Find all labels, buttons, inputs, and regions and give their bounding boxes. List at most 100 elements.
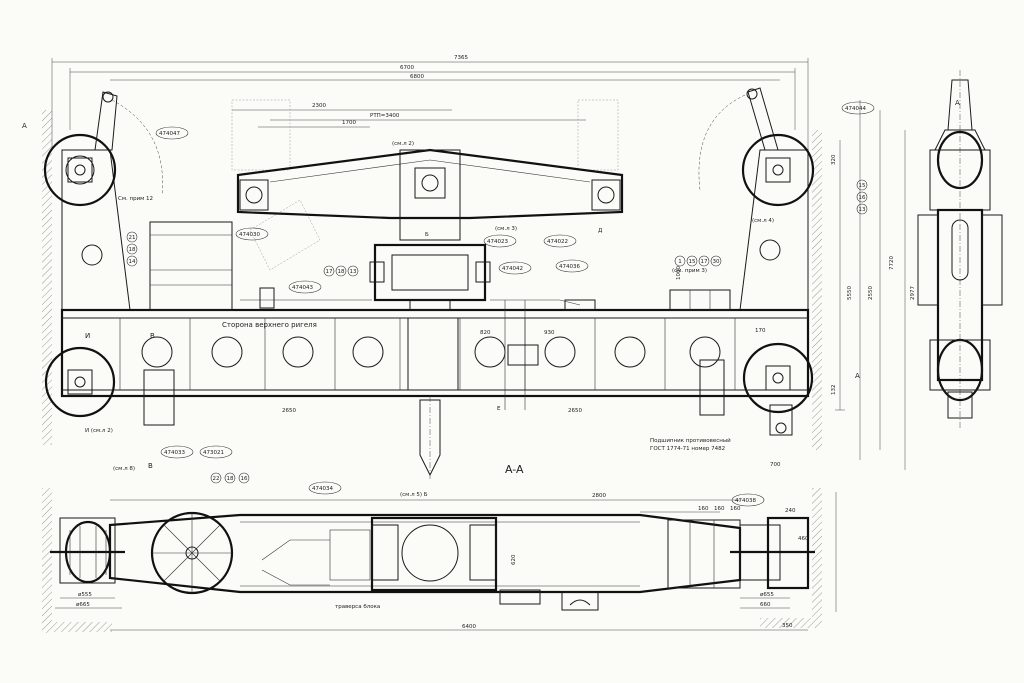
tag-474047: 474047 bbox=[159, 131, 180, 137]
part-tags: 474047 474044 474030 474043 474023 47402… bbox=[155, 101, 875, 507]
dim-2650-left: 2650 bbox=[282, 408, 296, 414]
tag-474042: 474042 bbox=[502, 266, 523, 272]
balloon-label: 18 bbox=[227, 476, 234, 482]
dim-132: 132 bbox=[831, 385, 837, 396]
view-mark-i: И bbox=[85, 332, 90, 340]
note-beam-side: Сторона верхнего ригеля bbox=[222, 321, 317, 329]
top-dimension-lines bbox=[51, 58, 809, 150]
balloon: 18 bbox=[126, 243, 138, 255]
dim-1700: 1700 bbox=[342, 120, 356, 126]
dim-700: 700 bbox=[770, 462, 781, 468]
view-mark-b5-top: Б bbox=[425, 232, 429, 238]
balloon: 15 bbox=[856, 179, 868, 191]
balloon: 17 bbox=[323, 265, 335, 277]
balloon-label: 1 bbox=[678, 259, 682, 265]
balloon: 15 bbox=[686, 255, 698, 267]
right-motor bbox=[699, 359, 725, 416]
note-see-l3: (см.л 3) bbox=[495, 226, 517, 232]
dim-rtp: РТП=3400 bbox=[370, 113, 400, 119]
view-mark-a-left: A bbox=[22, 122, 27, 130]
dim-160a: 160 bbox=[698, 506, 709, 512]
balloon: 18 bbox=[335, 265, 347, 277]
plan-view bbox=[42, 488, 837, 633]
main-elevation bbox=[42, 87, 822, 480]
tag-474022: 474022 bbox=[547, 239, 568, 245]
balloon-label: 22 bbox=[213, 476, 220, 482]
dim-2300: 2300 bbox=[312, 103, 326, 109]
tag-474038: 474038 bbox=[735, 498, 756, 504]
dim-6800: 6800 bbox=[410, 74, 424, 80]
dim-460: 460 bbox=[798, 536, 809, 542]
dim-2977: 2977 bbox=[910, 286, 916, 300]
note-bearing-2: ГОСТ 1774-71 номер 7482 bbox=[650, 446, 725, 452]
balloon-label: 16 bbox=[241, 476, 248, 482]
right-wall-hatch bbox=[812, 130, 822, 450]
right-dimension-lines bbox=[835, 100, 906, 470]
left-tank bbox=[149, 221, 233, 311]
balloon: 21 bbox=[126, 231, 138, 243]
note-see-l8: (см.л 8) bbox=[113, 466, 135, 472]
balloon-label: 18 bbox=[338, 269, 345, 275]
view-mark-b-bottom: B bbox=[148, 462, 153, 470]
dim-930: 930 bbox=[544, 330, 555, 336]
balloon-label: 15 bbox=[689, 259, 696, 265]
tag-474034: 474034 bbox=[312, 486, 333, 492]
balloon: 17 bbox=[698, 255, 710, 267]
balloon-label: 30 bbox=[713, 259, 720, 265]
note-see-l4: (см.л 4) bbox=[752, 218, 774, 224]
dim-7720: 7720 bbox=[889, 256, 895, 270]
balloon: 16 bbox=[238, 472, 250, 484]
view-mark-i-bottom: И (см.л 2) bbox=[85, 428, 113, 434]
balloon-label: 21 bbox=[129, 235, 136, 241]
note-traverse: траверса блока bbox=[335, 604, 380, 610]
balloon: 14 bbox=[126, 255, 138, 267]
view-mark-a-right: A bbox=[955, 99, 960, 107]
dim-660: 660 bbox=[760, 602, 771, 608]
dim-7365: 7365 bbox=[454, 55, 468, 61]
balloon-label: 13 bbox=[859, 207, 866, 213]
central-column bbox=[399, 149, 461, 241]
balloon: 18 bbox=[224, 472, 236, 484]
balloon: 13 bbox=[347, 265, 359, 277]
view-mark-a-mid: A bbox=[855, 372, 860, 380]
dim-160b: 160 bbox=[714, 506, 725, 512]
tag-474043: 474043 bbox=[292, 285, 313, 291]
tag-474033: 474033 bbox=[164, 450, 185, 456]
balloon-label: 17 bbox=[326, 269, 333, 275]
left-wall-hatch bbox=[42, 110, 52, 445]
dim-5550: 5550 bbox=[847, 286, 853, 300]
dim-820: 820 bbox=[480, 330, 491, 336]
right-top-wheel bbox=[741, 133, 815, 207]
note-bearing: Подшипник противовесный bbox=[650, 437, 731, 444]
dim-160c: 160 bbox=[730, 506, 741, 512]
dim-6400: 6400 bbox=[462, 624, 476, 630]
dim-1000: 1000 bbox=[676, 266, 682, 280]
balloon: 22 bbox=[210, 472, 222, 484]
dim-665: ø665 bbox=[76, 602, 90, 608]
balloon: 30 bbox=[710, 255, 722, 267]
tag-474030: 474030 bbox=[239, 232, 260, 238]
right-boxes bbox=[669, 289, 731, 311]
tag-474036: 474036 bbox=[559, 264, 580, 270]
balloon: 16 bbox=[856, 191, 868, 203]
balloon-label: 14 bbox=[129, 259, 136, 265]
right-bottom-wheel bbox=[742, 342, 814, 414]
dim-320: 320 bbox=[831, 154, 837, 165]
dim-2550: 2550 bbox=[868, 286, 874, 300]
hook-assembly bbox=[419, 399, 441, 477]
note-see-12: См. прим 12 bbox=[118, 196, 153, 202]
view-mark-e: Е bbox=[497, 406, 501, 412]
left-bottom-wheel bbox=[44, 346, 116, 418]
dim-620: 620 bbox=[511, 554, 517, 565]
ghost-outlines bbox=[231, 99, 619, 271]
left-tilt-arm bbox=[94, 91, 118, 151]
right-tilt-arm bbox=[747, 87, 779, 151]
left-top-wheel bbox=[43, 133, 117, 207]
dim-6700: 6700 bbox=[400, 65, 414, 71]
tag-474023: 474023 bbox=[487, 239, 508, 245]
dim-655: ø655 bbox=[760, 592, 774, 598]
balloon-label: 13 bbox=[350, 269, 357, 275]
